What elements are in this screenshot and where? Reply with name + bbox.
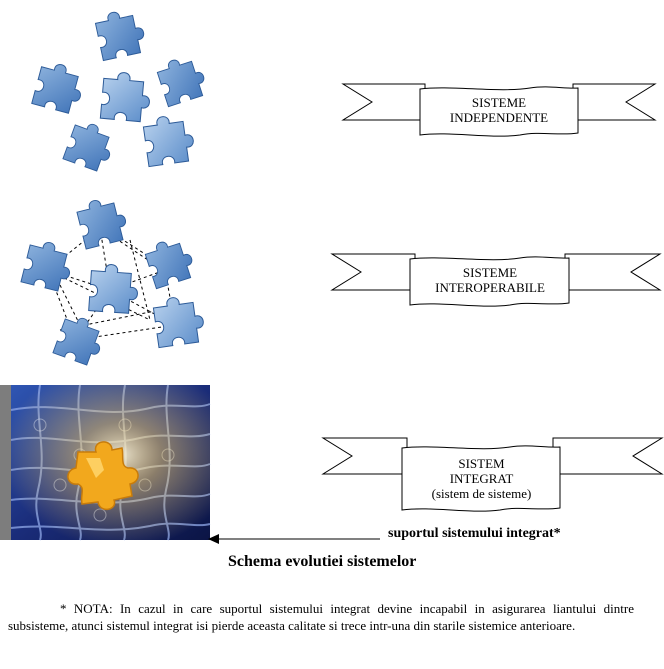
banner-label-interoperable: SISTEME INTEROPERABILE [411, 265, 569, 295]
banner-line: SISTEME [462, 265, 518, 280]
integrated-puzzle-image [0, 384, 211, 541]
banner-independent [341, 83, 657, 137]
puzzle-piece-icon [93, 6, 148, 62]
banner-line: INTEROPERABILE [435, 280, 545, 295]
puzzle-piece-icon [31, 59, 88, 116]
puzzle-piece-icon [151, 293, 207, 349]
banner-line: INTEGRAT [449, 471, 514, 486]
puzzle-piece-icon [20, 237, 77, 294]
independent-pieces-illustration [31, 6, 210, 174]
banner-line: SISTEME [471, 95, 527, 110]
puzzle-piece-icon [62, 118, 119, 174]
support-label: suportul sistemului integrat* [388, 526, 561, 541]
banner-line: SISTEM [458, 456, 505, 471]
puzzle-piece-icon [52, 312, 109, 368]
banner-integrated [321, 437, 664, 512]
puzzle-piece-icon [141, 112, 197, 168]
footnote-text: * NOTA: In cazul in care suportul sistem… [8, 601, 634, 633]
diagram-title: Schema evolutiei sistemelor [228, 553, 417, 570]
puzzle-piece-icon [99, 70, 153, 123]
banner-label-integrated: SISTEM INTEGRAT (sistem de sisteme) [403, 456, 560, 501]
banner-label-independent: SISTEME INDEPENDENTE [421, 95, 577, 125]
puzzle-piece-icon [88, 262, 140, 315]
banner-interoperable [330, 253, 662, 307]
support-arrow [208, 534, 380, 544]
banner-line: (sistem de sisteme) [431, 486, 532, 501]
highlighted-puzzle-piece [67, 441, 139, 511]
footnote: * NOTA: In cazul in care suportul sistem… [8, 600, 634, 634]
puzzle-piece-icon [154, 52, 210, 108]
interoperable-pieces-illustration [20, 193, 207, 368]
puzzle-piece-icon [142, 234, 198, 290]
banner-line: INDEPENDENTE [449, 110, 549, 125]
